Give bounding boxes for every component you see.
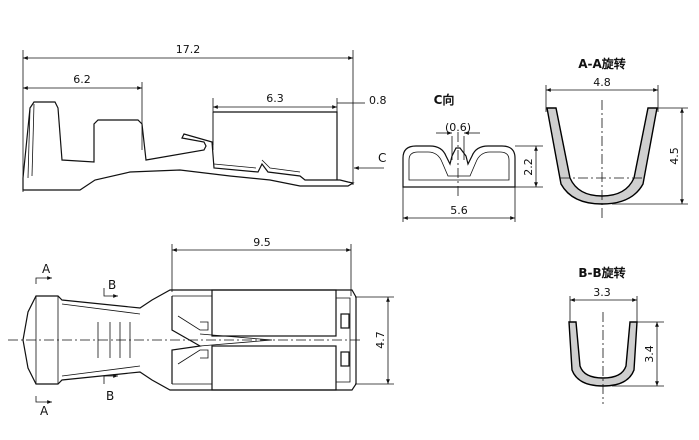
section-a-bottom: A	[40, 404, 49, 418]
bb-section-title: B-B旋转	[578, 265, 625, 280]
side-profile-outline	[22, 101, 355, 191]
top-length-label: 9.5	[253, 236, 271, 249]
aa-height-label: 4.5	[668, 147, 681, 165]
c-view: C向 (0.6) 2.2 5.6	[402, 92, 543, 222]
aa-width-label: 4.8	[593, 76, 611, 89]
dim-overall-label: 17.2	[176, 43, 201, 56]
c-view-slot-label: (0.6)	[445, 121, 471, 134]
c-view-height-label: 2.2	[522, 158, 535, 176]
top-outline	[22, 289, 357, 391]
dim-crimp-label: 6.2	[73, 73, 91, 86]
section-c-marker: C	[378, 151, 386, 165]
dim-tip-label: 0.8	[369, 94, 387, 107]
c-view-width-label: 5.6	[450, 204, 468, 217]
side-view: 17.2 6.2 6.3 0.8 C	[22, 43, 387, 192]
section-a-top: A	[42, 262, 51, 276]
top-view: 9.5 4.7 A A B B	[8, 236, 394, 418]
section-b-top: B	[108, 278, 116, 292]
dim-contact-label: 6.3	[266, 92, 284, 105]
bb-section: B-B旋转 3.3 3.4	[568, 265, 664, 404]
bb-width-label: 3.3	[593, 286, 611, 299]
section-b-bottom: B	[106, 389, 114, 403]
c-view-title: C向	[434, 92, 455, 107]
c-view-outline	[402, 145, 516, 188]
aa-section: A-A旋转 4.8 4.5	[545, 56, 688, 218]
aa-section-title: A-A旋转	[578, 56, 626, 71]
top-width-label: 4.7	[374, 331, 387, 349]
bb-height-label: 3.4	[643, 345, 656, 363]
